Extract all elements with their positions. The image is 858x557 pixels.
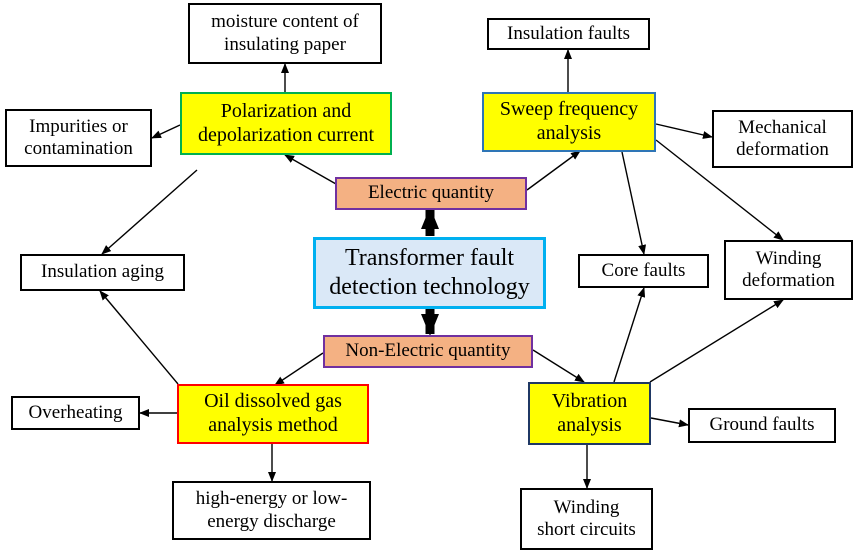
impurities-node: Impurities or contamination — [5, 109, 152, 167]
arrow-sfra-to-mechanical — [655, 123, 713, 139]
core-faults-node: Core faults — [578, 254, 709, 288]
moisture-node: moisture content of insulating paper — [188, 3, 382, 64]
mechanical-deformation-node: Mechanical deformation — [712, 110, 853, 168]
overheating-node: Overheating — [11, 396, 140, 430]
insulation-aging-node: Insulation aging — [20, 254, 185, 291]
insulation-faults-node: Insulation faults — [487, 18, 650, 50]
arrow-pdc-to-impurities — [151, 124, 181, 139]
arrow-electric-to-sfra — [526, 150, 581, 191]
arrow-sfra-to-core-faults — [621, 151, 647, 255]
electric-quantity-node: Electric quantity — [335, 177, 527, 210]
ground-faults-node: Ground faults — [688, 408, 836, 443]
arrow-non-electric-to-dga — [274, 352, 324, 386]
dga-method-node: Oil dissolved gas analysis method — [177, 384, 369, 444]
arrow-pdc-to-insulation-aging — [101, 169, 198, 255]
non-electric-quantity-node: Non-Electric quantity — [323, 335, 533, 368]
arrow-sfra-to-winding-deformation — [655, 139, 784, 241]
pdc-method-node: Polarization and depolarization current — [180, 92, 392, 155]
winding-short-circuits-node: Winding short circuits — [520, 488, 653, 550]
arrow-non-electric-to-vibration — [532, 349, 585, 383]
center-node: Transformer fault detection technology — [313, 237, 546, 309]
sfra-method-node: Sweep frequency analysis — [482, 92, 656, 152]
discharge-node: high-energy or low- energy discharge — [172, 481, 371, 540]
arrow-vibration-to-core-faults — [613, 287, 646, 383]
arrow-electric-to-pdc — [284, 154, 337, 185]
arrow-vibration-to-ground-faults — [650, 417, 689, 428]
arrow-vibration-to-winding-deformation — [649, 299, 784, 383]
vibration-method-node: Vibration analysis — [528, 382, 651, 445]
winding-deformation-node: Winding deformation — [724, 240, 853, 300]
arrow-dga-to-insulation-aging — [99, 290, 179, 385]
